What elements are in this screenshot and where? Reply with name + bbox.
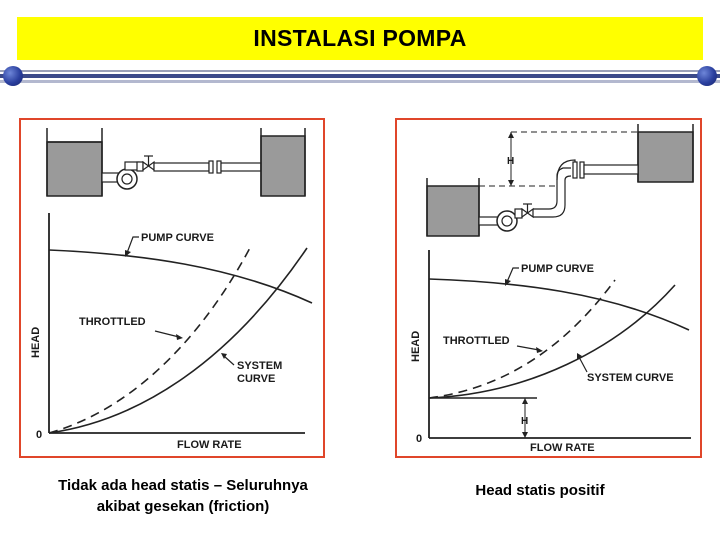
throttled-leader	[516, 345, 540, 351]
left-diagram-panel: PUMP CURVE THROTTLED SYSTEM CURVE HEAD F…	[19, 118, 325, 458]
x-axis-label: FLOW RATE	[177, 439, 242, 451]
discharge-tank	[260, 128, 306, 197]
throttled-leader	[154, 330, 180, 338]
right-diagram-panel: H	[395, 118, 702, 458]
slide-title: INSTALASI POMPA	[253, 25, 467, 51]
pump-curve	[48, 249, 313, 304]
left-bullet-icon	[3, 66, 23, 86]
pump-curve-leader	[506, 267, 519, 283]
x-axis-label: FLOW RATE	[530, 442, 595, 454]
pump-curve-label: PUMP CURVE	[141, 232, 214, 244]
throttled-label: THROTTLED	[443, 335, 510, 347]
suction-tank	[426, 178, 480, 237]
pump-curve-leader	[126, 236, 139, 254]
system-curve	[48, 247, 308, 434]
left-caption: Tidak ada head statis – Seluruhnya akiba…	[19, 475, 347, 517]
discharge-tank	[637, 124, 694, 183]
y-axis-label: HEAD	[30, 327, 42, 358]
throttled-label: THROTTLED	[79, 316, 146, 328]
left-caption-line2: akibat gesekan (friction)	[96, 498, 270, 515]
system-curve-leader	[578, 356, 588, 373]
valve-icon	[514, 203, 534, 219]
static-head-label-bottom: H	[521, 416, 528, 427]
system-curve-leader	[223, 355, 235, 366]
throttled-curve	[48, 245, 252, 434]
riser-pipe	[533, 159, 639, 218]
left-diagram: PUMP CURVE THROTTLED SYSTEM CURVE HEAD F…	[30, 128, 313, 451]
pump-curve-label: PUMP CURVE	[521, 263, 594, 275]
valve-icon	[136, 155, 155, 172]
pump-curve	[428, 278, 690, 331]
title-divider	[0, 70, 720, 84]
suction-tank	[46, 128, 103, 197]
right-caption-text: Head statis positif	[475, 482, 605, 499]
pump-icon	[478, 210, 518, 232]
system-curve	[428, 284, 676, 399]
y-axis-label: HEAD	[410, 331, 422, 362]
system-curve-label-line1: SYSTEM	[237, 360, 282, 372]
throttled-curve	[428, 279, 616, 399]
discharge-pipe	[153, 160, 262, 174]
left-caption-line1: Tidak ada head statis – Seluruhnya	[58, 477, 308, 494]
pump-icon	[101, 161, 140, 190]
system-curve-label-line2: CURVE	[237, 373, 275, 385]
origin-label: 0	[36, 429, 42, 441]
right-caption: Head statis positif	[395, 480, 685, 501]
title-bar: INSTALASI POMPA	[17, 17, 703, 60]
right-bullet-icon	[697, 66, 717, 86]
system-curve-label: SYSTEM CURVE	[587, 372, 674, 384]
right-diagram: H	[410, 124, 694, 454]
origin-label: 0	[416, 433, 422, 445]
static-head-label-top: H	[507, 156, 514, 167]
